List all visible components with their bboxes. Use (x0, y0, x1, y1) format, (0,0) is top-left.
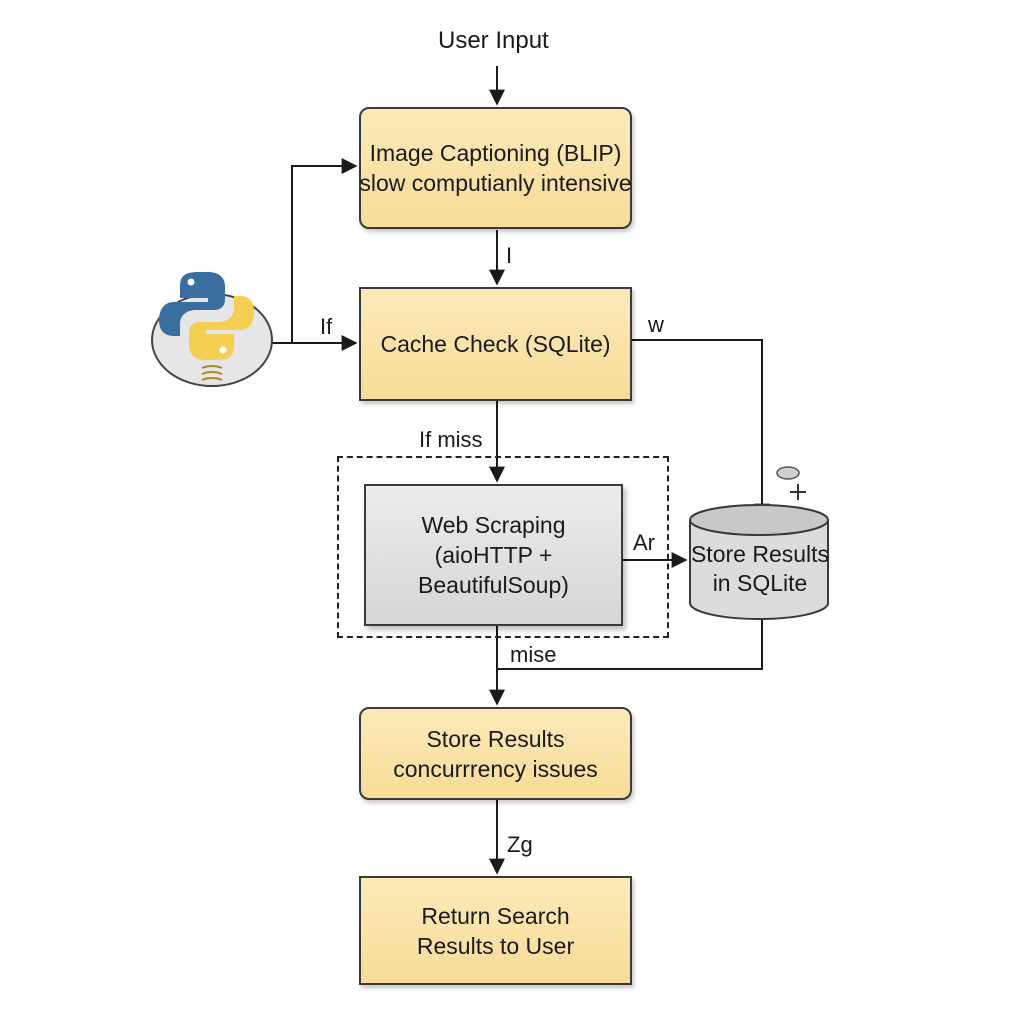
image-captioning-note: slow computianly intensive (359, 170, 632, 196)
edge-label-python-to-cache: If (320, 314, 333, 339)
image-captioning-node: Image Captioning (BLIP) slow computianly… (359, 107, 632, 229)
return-results-detail: Results to User (416, 932, 575, 959)
edge-cache-to-db (632, 339, 770, 520)
decorative-mark-icon (776, 466, 806, 500)
store-results-db-node: Store Results in SQLite (688, 540, 832, 598)
edge-label-cache-to-scraping: If miss (419, 427, 483, 452)
image-captioning-title: Image Captioning (BLIP) (369, 140, 622, 166)
database-cylinder-icon (689, 504, 829, 620)
edge-label-store-to-return: Zg (507, 832, 533, 857)
store-results-title: Store Results (426, 725, 565, 752)
store-results-db-title: Store Results (690, 541, 830, 567)
edge-label-scraping-to-store: mise (510, 642, 557, 667)
edge-db-to-store (497, 618, 763, 670)
web-scraping-group (337, 456, 669, 638)
web-scraping-title: Web Scraping (421, 512, 566, 538)
cache-check-title: Cache Check (SQLite) (380, 331, 611, 357)
store-results-note: concurrrency issues (393, 755, 598, 782)
python-logo-icon (151, 272, 273, 387)
edge-label-scraping-to-db: Ar (633, 530, 655, 555)
edge-label-cache-to-db: w (648, 312, 664, 337)
user-input-label: User Input (438, 27, 549, 54)
return-results-title: Return Search (421, 902, 570, 929)
cache-check-node: Cache Check (SQLite) (359, 287, 632, 401)
store-results-db-detail: in SQLite (712, 570, 808, 596)
web-scraping-detail-2: BeautifulSoup) (418, 572, 569, 598)
edge-python-to-captioning (272, 158, 358, 344)
store-results-node: Store Results concurrrency issues (359, 707, 632, 800)
return-results-node: Return Search Results to User (359, 876, 632, 985)
web-scraping-detail-1: (aioHTTP + (434, 542, 553, 568)
web-scraping-node: Web Scraping (aioHTTP + BeautifulSoup) (364, 484, 623, 626)
edge-label-captioning-to-cache: I (506, 243, 513, 268)
